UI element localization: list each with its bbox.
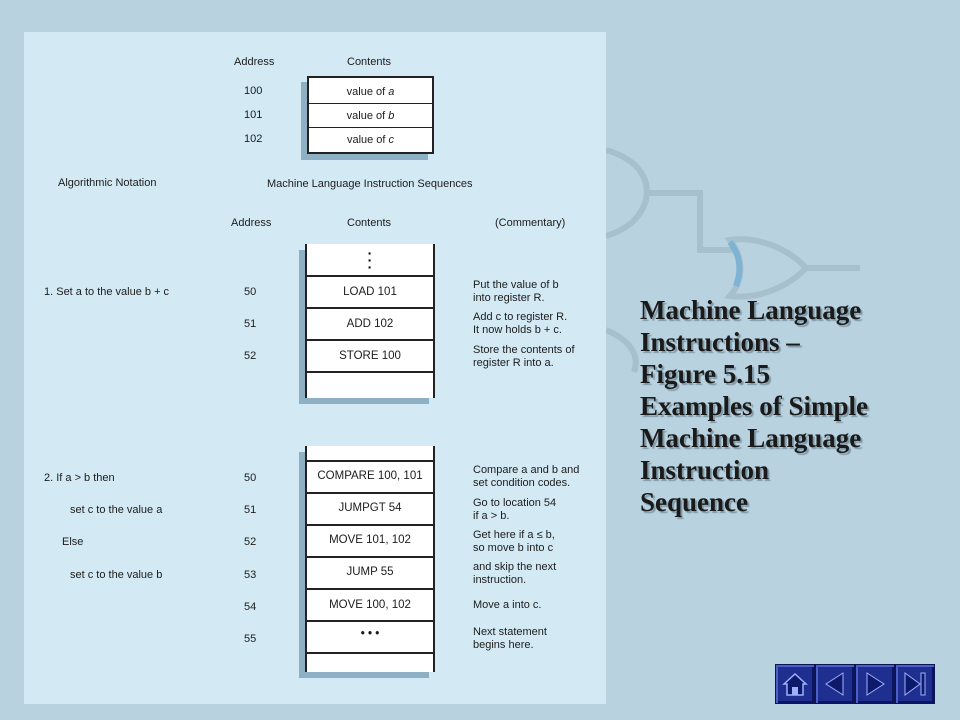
example2-address: 52 [244,536,257,548]
example1-comment: Add c to register R.It now holds b + c. [473,311,568,336]
memory-table: value of a value of b value of c [307,76,434,154]
home-icon [782,672,808,696]
slide-title: Machine Language Instructions – Figure 5… [640,295,869,517]
example2-address: 50 [244,472,257,484]
instruction: • • • [360,628,380,640]
example2-instruction-stack: COMPARE 100, 101 JUMPGT 54 MOVE 101, 102… [305,446,435,672]
next-icon [866,672,885,696]
example2-address: 51 [244,504,257,516]
example2-line: 2. If a > b then [44,472,115,484]
example2-comment: Move a into c. [473,599,542,611]
example1-step: 1. Set a to the value b + c [44,286,170,298]
example1-instruction-stack: ··· LOAD 101 ADD 102 STORE 100 [305,244,435,398]
example2-comment: Get here if a ≤ b,so move b into c [473,529,555,554]
instruction: MOVE 100, 102 [329,599,411,611]
instruction: JUMPGT 54 [338,502,402,514]
contents-header: Contents [347,217,392,229]
slide-navigation [775,664,937,704]
example2-address: 54 [244,601,257,613]
memory-cell: value of c [346,134,395,146]
sequences-heading: Machine Language Instruction Sequences [267,178,473,190]
memory-cell: value of a [346,86,395,98]
last-slide-button[interactable] [895,664,935,704]
example1-address: 52 [244,350,257,362]
memory-cell: value of b [346,110,395,122]
home-button[interactable] [775,664,815,704]
figure-panel: Address Contents 100 101 102 value of a … [24,32,606,704]
example2-line: set c to the value b [70,569,163,581]
end-icon [904,672,926,696]
example2-line: Else [62,536,84,548]
instruction: STORE 100 [339,350,401,362]
previous-slide-button[interactable] [815,664,855,704]
previous-icon [825,672,844,696]
algorithmic-notation-heading: Algorithmic Notation [58,177,157,189]
example2-line: set c to the value a [70,504,163,516]
memory-address-header: Address [234,56,275,68]
instruction: ADD 102 [346,318,394,330]
commentary-header: (Commentary) [495,217,566,229]
example2-address: 55 [244,633,257,645]
memory-address: 101 [244,109,263,121]
example2-address: 53 [244,569,257,581]
instruction: LOAD 101 [343,286,397,298]
memory-address: 102 [244,133,263,145]
next-slide-button[interactable] [855,664,895,704]
instruction: JUMP 55 [346,566,394,578]
memory-contents-header: Contents [347,56,392,68]
memory-address: 100 [244,85,263,97]
instruction: MOVE 101, 102 [329,534,411,546]
example1-address: 50 [244,286,257,298]
instruction: COMPARE 100, 101 [317,470,423,482]
ellipsis-icon: ··· [367,245,373,275]
address-header: Address [231,217,272,229]
example1-address: 51 [244,318,257,330]
